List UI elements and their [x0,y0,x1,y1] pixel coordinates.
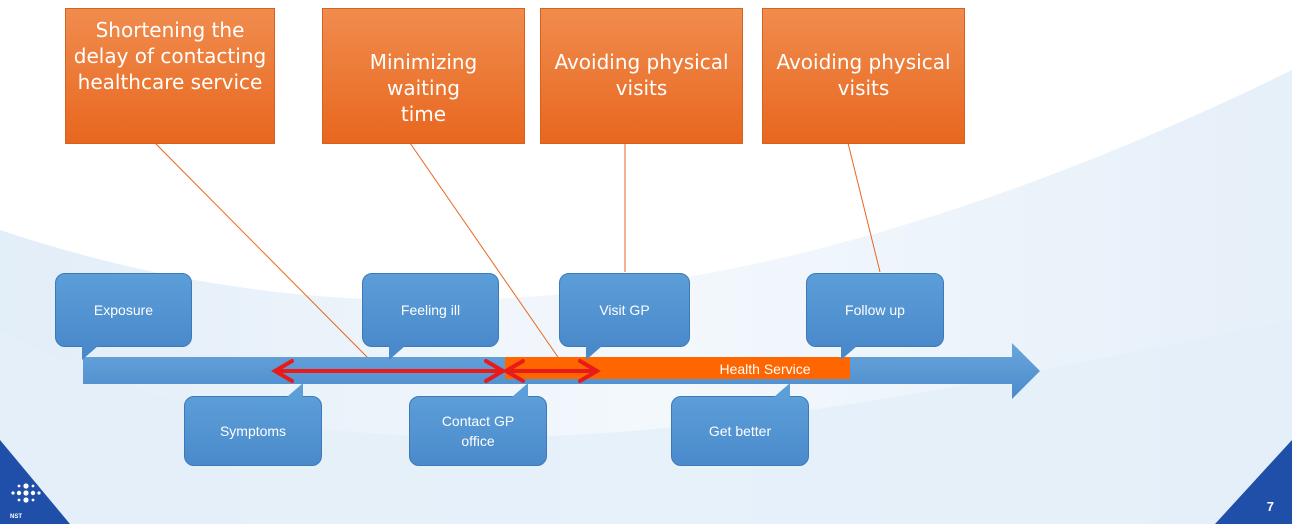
event-label: Get better [708,423,772,439]
health-service-label: Health Service [719,361,811,377]
event-label: Contact GP office [441,413,515,449]
event-contact-gp-office: Contact GP office [409,383,547,466]
goal-box-avoiding-visits-2: Avoiding physical visits [762,8,965,144]
event-symptoms: Symptoms [184,383,322,466]
goal-text: Minimizing waiting time [369,50,478,126]
goal-text: Avoiding physical visits [776,50,951,100]
event-get-better: Get better [671,383,809,466]
event-label: Visit GP [599,302,650,318]
goal-text: Avoiding physical visits [554,50,729,100]
event-label: Symptoms [219,423,287,439]
event-label: Feeling ill [400,302,461,318]
goal-box-minimizing-waiting: Minimizing waiting time [322,8,525,144]
event-feeling-ill: Feeling ill [362,273,499,360]
event-label: Exposure [93,302,154,318]
goal-text: Shortening the delay of contacting healt… [73,18,267,94]
nst-logo [11,483,41,503]
logo-text: NST [10,514,22,520]
event-visit-gp: Visit GP [559,273,690,360]
goal-box-avoiding-visits-1: Avoiding physical visits [540,8,743,144]
goal-box-shortening-delay: Shortening the delay of contacting healt… [65,8,275,144]
event-label: Follow up [845,302,905,318]
event-exposure: Exposure [55,273,192,360]
page-number: 7 [1266,499,1274,514]
event-follow-up: Follow up [806,273,944,360]
